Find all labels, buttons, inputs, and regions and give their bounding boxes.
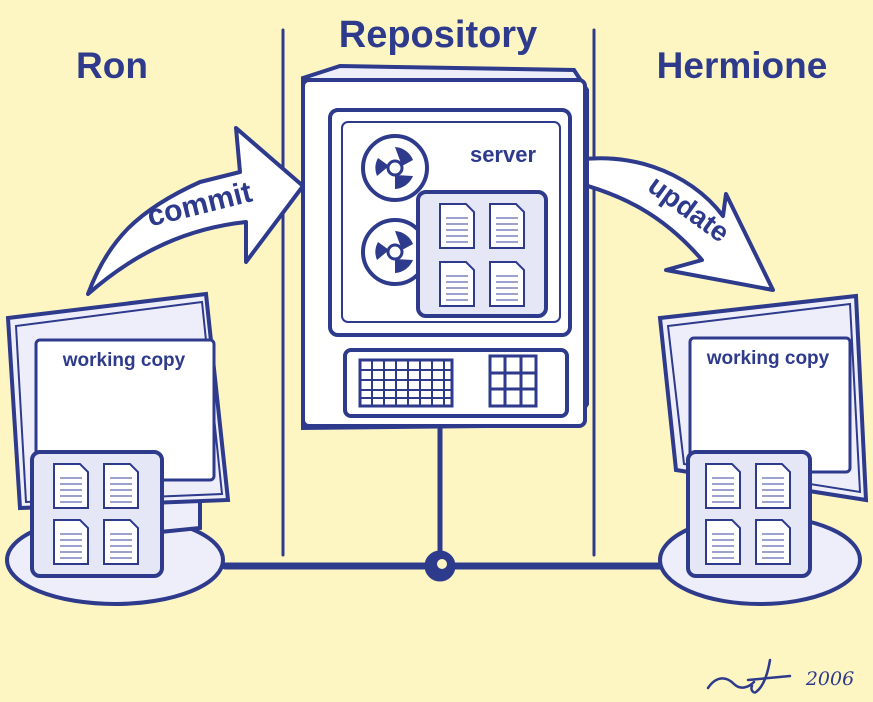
left-working-copy-label: working copy [62, 350, 186, 371]
actor-hermione-label: Hermione [657, 45, 828, 86]
document-icon [705, 519, 741, 565]
server-label: server [470, 142, 537, 167]
reel-icon [361, 218, 429, 286]
server-cabinet: server [301, 63, 589, 431]
svg-text:2006: 2006 [805, 668, 854, 690]
commit-arrow: commit [86, 126, 305, 296]
document-icon [489, 203, 525, 249]
keypad-large-icon [358, 358, 454, 408]
document-icon [103, 463, 139, 509]
document-icon [53, 463, 89, 509]
repository-title: Repository [339, 14, 537, 56]
left-computer: working copy [5, 291, 231, 606]
document-icon [439, 261, 475, 307]
reel-icon [361, 134, 429, 202]
document-icon [489, 261, 525, 307]
right-working-copy-label: working copy [706, 348, 830, 369]
signature: 2006 [706, 658, 854, 694]
right-files [686, 450, 812, 578]
document-icon [755, 519, 791, 565]
document-icon [53, 519, 89, 565]
document-icon [755, 463, 791, 509]
document-icon [705, 463, 741, 509]
left-files [30, 450, 164, 578]
keypad-small-icon [488, 354, 538, 408]
server-files [416, 190, 548, 318]
right-computer: working copy [657, 293, 869, 606]
document-icon [103, 519, 139, 565]
actor-ron-label: Ron [76, 45, 148, 86]
network-connection [221, 425, 669, 582]
document-icon [439, 203, 475, 249]
